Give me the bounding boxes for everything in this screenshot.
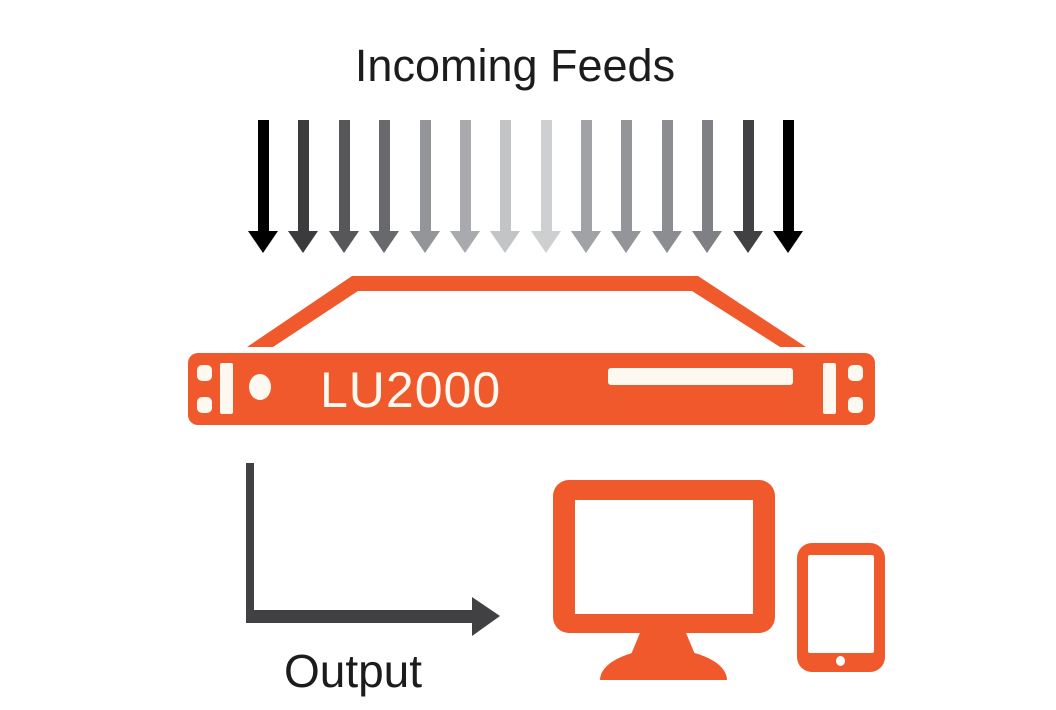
down-arrow-icon [772,120,803,253]
rack-hole-icon [848,397,863,413]
down-arrow-icon [369,120,400,253]
down-arrow-icon [449,120,480,253]
power-led-icon [249,374,271,400]
down-arrow-icon [288,120,319,253]
funnel-shape [247,276,806,347]
monitor-icon [553,480,775,633]
device-label: LU2000 [320,362,502,418]
rack-hole-icon [848,365,863,381]
tablet-screen [808,555,874,653]
monitor-screen [575,500,753,614]
page-title: Incoming Feeds [354,40,676,91]
rack-unit-icon: LU2000 [188,353,875,425]
down-arrow-icon [732,120,763,253]
vent-slot [608,368,793,385]
output-label: Output [283,645,423,697]
tablet-icon [797,543,885,672]
down-arrow-icon [651,120,682,253]
rack-hole-icon [197,397,212,413]
rack-handle-left [220,363,233,414]
monitor-stand [600,628,727,680]
down-arrow-icon [409,120,440,253]
down-arrow-icon [490,120,521,253]
rack-handle-right [823,363,836,414]
down-arrow-icon [530,120,561,253]
down-arrow-icon [571,120,602,253]
home-button-icon [836,656,845,666]
down-arrow-icon [328,120,359,253]
rack-hole-icon [197,365,212,381]
down-arrow-icon [248,120,278,253]
down-arrow-icon [611,120,642,253]
elbow-right-arrow-icon [246,463,500,636]
down-arrow-icon [692,120,723,253]
